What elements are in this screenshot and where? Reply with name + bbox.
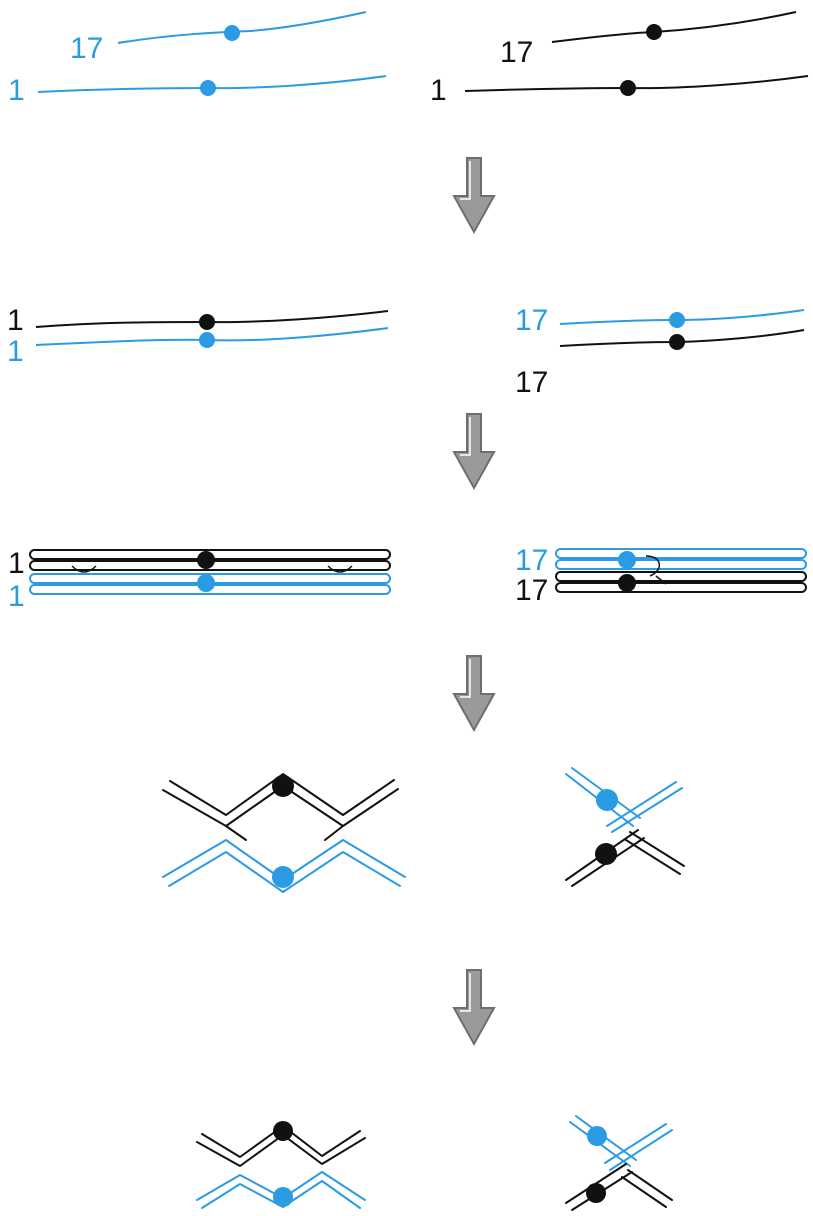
stage-1-unpaired: 17 1 17 1 — [8, 11, 809, 107]
black-centromere-17 — [669, 334, 685, 350]
down-arrow-icon — [452, 969, 496, 1047]
label-black-1: 1 — [430, 74, 447, 107]
blue-chromatid-17b — [555, 559, 807, 570]
label-blue-1: 1 — [7, 335, 24, 368]
blue-centromere-1 — [197, 574, 215, 592]
black-chromosome-17-strand — [551, 11, 797, 43]
blue-centromere-17 — [596, 789, 618, 811]
stage-3-synapsis: 1 1 17 17 — [8, 544, 807, 613]
blue-chromatid-17a — [555, 548, 807, 559]
blue-centromere-17 — [587, 1126, 607, 1146]
chiasma-17 — [645, 555, 667, 585]
label-black-1: 1 — [7, 304, 24, 337]
black-centromere-1 — [197, 551, 215, 569]
black-chromatid-17b — [555, 582, 807, 593]
black-centromere-17 — [595, 843, 617, 865]
blue-bivalent-17 — [569, 1115, 673, 1171]
black-chromosome-1-strand — [464, 75, 809, 92]
black-bivalent-17 — [565, 1163, 673, 1211]
label-blue-1: 1 — [8, 74, 25, 107]
blue-bivalent-17 — [565, 767, 683, 833]
blue-centromere-1 — [272, 866, 294, 888]
blue-centromere-1 — [273, 1187, 293, 1207]
black-centromere-1 — [620, 80, 636, 96]
blue-centromere-1 — [200, 80, 216, 96]
black-centromere-17 — [618, 574, 636, 592]
label-black-1: 1 — [8, 547, 25, 580]
label-blue-17: 17 — [515, 544, 548, 577]
down-arrow-icon — [452, 413, 496, 491]
blue-centromere-17 — [224, 25, 240, 41]
stage-4-chiasmata — [162, 767, 685, 893]
blue-centromere-17 — [618, 551, 636, 569]
down-arrow-icon — [452, 655, 496, 733]
label-blue-1: 1 — [8, 580, 25, 613]
black-centromere-1 — [199, 314, 215, 330]
blue-centromere-17 — [669, 312, 685, 328]
blue-chromosome-17-strand — [117, 11, 367, 44]
black-centromere-17 — [586, 1183, 606, 1203]
black-centromere-1 — [272, 775, 294, 797]
label-black-17: 17 — [515, 366, 548, 399]
label-blue-17: 17 — [515, 304, 548, 337]
down-arrow-icon — [452, 157, 496, 235]
black-chromatid-17a — [555, 571, 807, 582]
stage-5-condensed — [196, 1115, 673, 1211]
blue-centromere-1 — [199, 332, 215, 348]
label-black-17: 17 — [500, 36, 533, 69]
label-black-17: 17 — [515, 574, 548, 607]
label-blue-17: 17 — [70, 32, 103, 65]
black-bivalent-17 — [565, 829, 685, 887]
chiasma-left — [71, 565, 97, 573]
chiasma-right — [327, 565, 353, 573]
black-centromere-1 — [273, 1121, 293, 1141]
black-centromere-17 — [646, 24, 662, 40]
stage-2-aligning: 1 1 17 17 — [7, 304, 805, 399]
